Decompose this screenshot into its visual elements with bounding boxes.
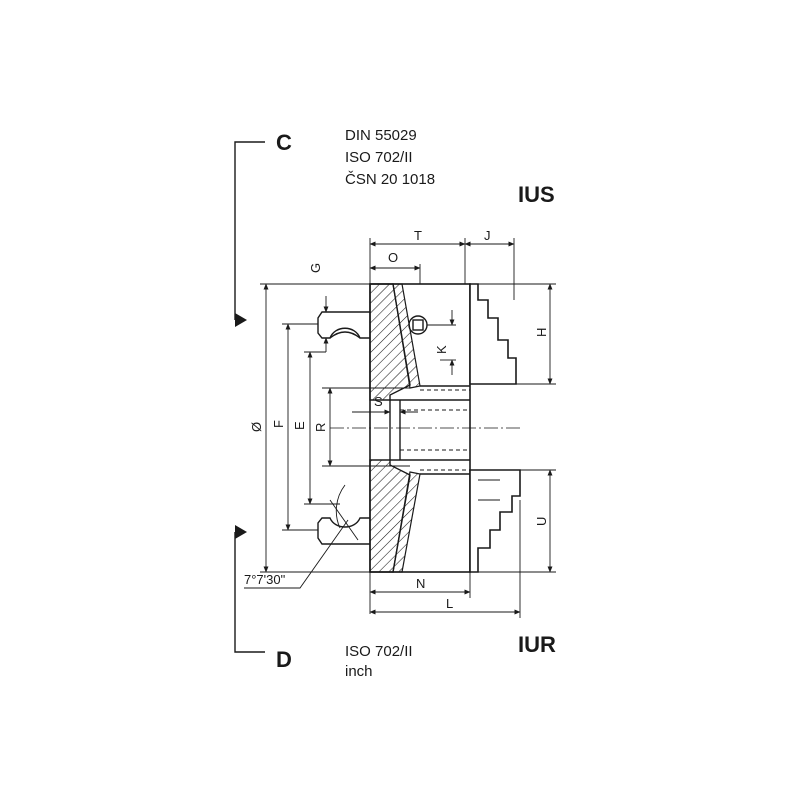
dim-label-k: K [434, 345, 449, 354]
dim-label-f: F [271, 420, 286, 428]
dim-label-h: H [534, 328, 549, 337]
standard-iso: ISO 702/II [345, 149, 413, 166]
dim-label-o: O [388, 250, 398, 265]
section-marker-bottom: D [234, 525, 292, 672]
dimension-j: J [464, 228, 515, 300]
dim-label-s: S [374, 394, 383, 409]
dim-label-diameter: Ø [249, 422, 264, 432]
dimension-diameter: Ø [249, 283, 370, 573]
variant-ius: IUS [518, 182, 555, 207]
dimension-t: T [369, 228, 466, 284]
dim-label-l: L [446, 596, 453, 611]
dimension-u: U [478, 469, 556, 573]
dim-label-angle: 7°7'30" [244, 572, 286, 587]
dimension-angle: 7°7'30" [244, 484, 359, 589]
dimension-k: K [427, 310, 456, 375]
dim-label-t: T [414, 228, 422, 243]
dim-label-u: U [534, 517, 549, 526]
dimension-h: H [478, 283, 556, 385]
dimension-s: S [352, 394, 418, 415]
dim-label-r: R [313, 423, 328, 432]
dim-label-j: J [484, 228, 491, 243]
jaw-upper [469, 283, 517, 385]
dimension-r: R [313, 387, 410, 467]
section-label-d: D [276, 647, 292, 672]
dimension-e: E [292, 351, 340, 505]
section-marker-top: C [234, 130, 292, 327]
standard-inch: inch [345, 663, 373, 680]
dimension-o: O [369, 250, 421, 284]
dimension-f: F [271, 323, 318, 531]
dim-label-e: E [292, 421, 307, 430]
back-mount [317, 311, 370, 545]
dim-label-g: G [308, 263, 323, 273]
standard-din: DIN 55029 [345, 127, 417, 144]
dimension-l: L [369, 500, 521, 618]
standard-iso-bottom: ISO 702/II [345, 643, 413, 660]
jaw-lower [469, 469, 521, 573]
dimension-n: N [369, 572, 471, 614]
standard-csn: ČSN 20 1018 [345, 171, 435, 188]
dim-label-n: N [416, 576, 425, 591]
section-label-c: C [276, 130, 292, 155]
variant-iur: IUR [518, 632, 556, 657]
